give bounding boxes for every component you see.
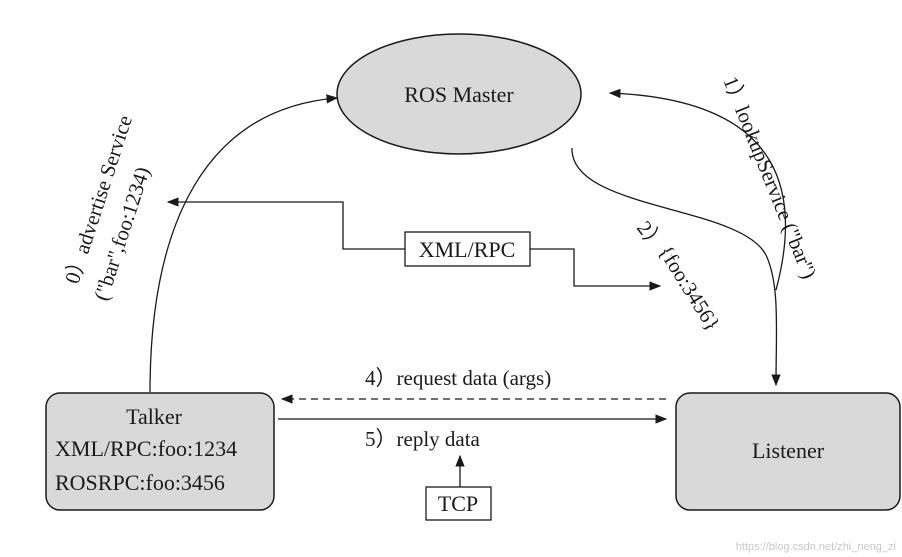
talker-rosrpc-address: ROSRPC:foo:3456 bbox=[55, 470, 225, 495]
request-data-label: 4）request data (args) bbox=[365, 366, 551, 390]
lookup-label: 1）lookupService ("bar") bbox=[718, 73, 821, 282]
xmlrpc-box-label: XML/RPC bbox=[419, 237, 516, 262]
xmlrpc-box bbox=[404, 231, 531, 267]
reply-data-label: 5）reply data bbox=[365, 427, 481, 451]
listener-node bbox=[675, 392, 901, 511]
lookup-arrow bbox=[608, 88, 787, 291]
listener-label: Listener bbox=[752, 438, 825, 463]
reply-address-label-value: {foo:3456} bbox=[654, 241, 725, 335]
ros-master-label: ROS Master bbox=[404, 82, 514, 107]
talker-node bbox=[45, 392, 275, 511]
talker-xmlrpc-address: XML/RPC:foo:1234 bbox=[55, 436, 237, 461]
xmlrpc-right-connector bbox=[530, 248, 662, 291]
talker-title: Talker bbox=[126, 404, 183, 429]
ros-master-node bbox=[336, 33, 582, 155]
xmlrpc-left-connector bbox=[166, 197, 405, 250]
tcp-box bbox=[425, 486, 492, 521]
watermark: https://blog.csdn.net/zhi_neng_zi bbox=[736, 541, 896, 553]
advertise-arrow bbox=[149, 94, 339, 393]
tcp-box-label: TCP bbox=[438, 491, 478, 516]
reply-address-arrow bbox=[571, 147, 781, 387]
